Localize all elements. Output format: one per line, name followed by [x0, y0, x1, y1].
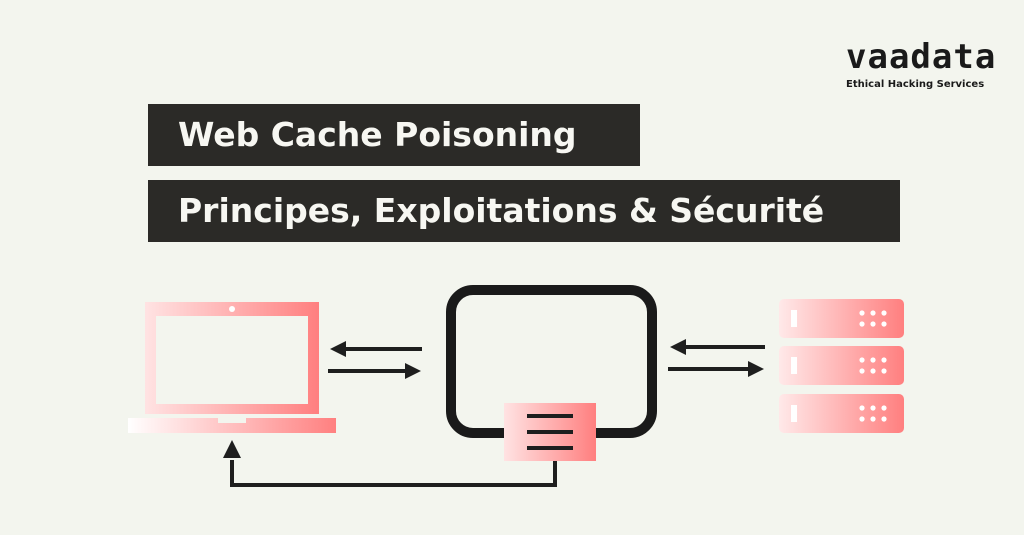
- client-cache-arrows: [328, 341, 422, 379]
- poisoned-response-arrow: [223, 440, 557, 487]
- cache-origin-arrows: [668, 339, 765, 377]
- title-line-2: Principes, Exploitations & Sécurité: [148, 180, 900, 242]
- cached-document-icon: [504, 403, 596, 461]
- vaadata-logo: vaadata Ethical Hacking Services: [846, 38, 996, 92]
- server-unit-1: [779, 299, 904, 338]
- title-line-1: Web Cache Poisoning: [148, 104, 640, 166]
- server-rack-icon: [779, 299, 904, 433]
- laptop-icon: [128, 302, 336, 433]
- server-unit-3: [779, 394, 904, 433]
- logo-tagline: Ethical Hacking Services: [846, 79, 985, 90]
- server-unit-2: [779, 346, 904, 385]
- logo-wordmark: vaadata: [846, 37, 997, 77]
